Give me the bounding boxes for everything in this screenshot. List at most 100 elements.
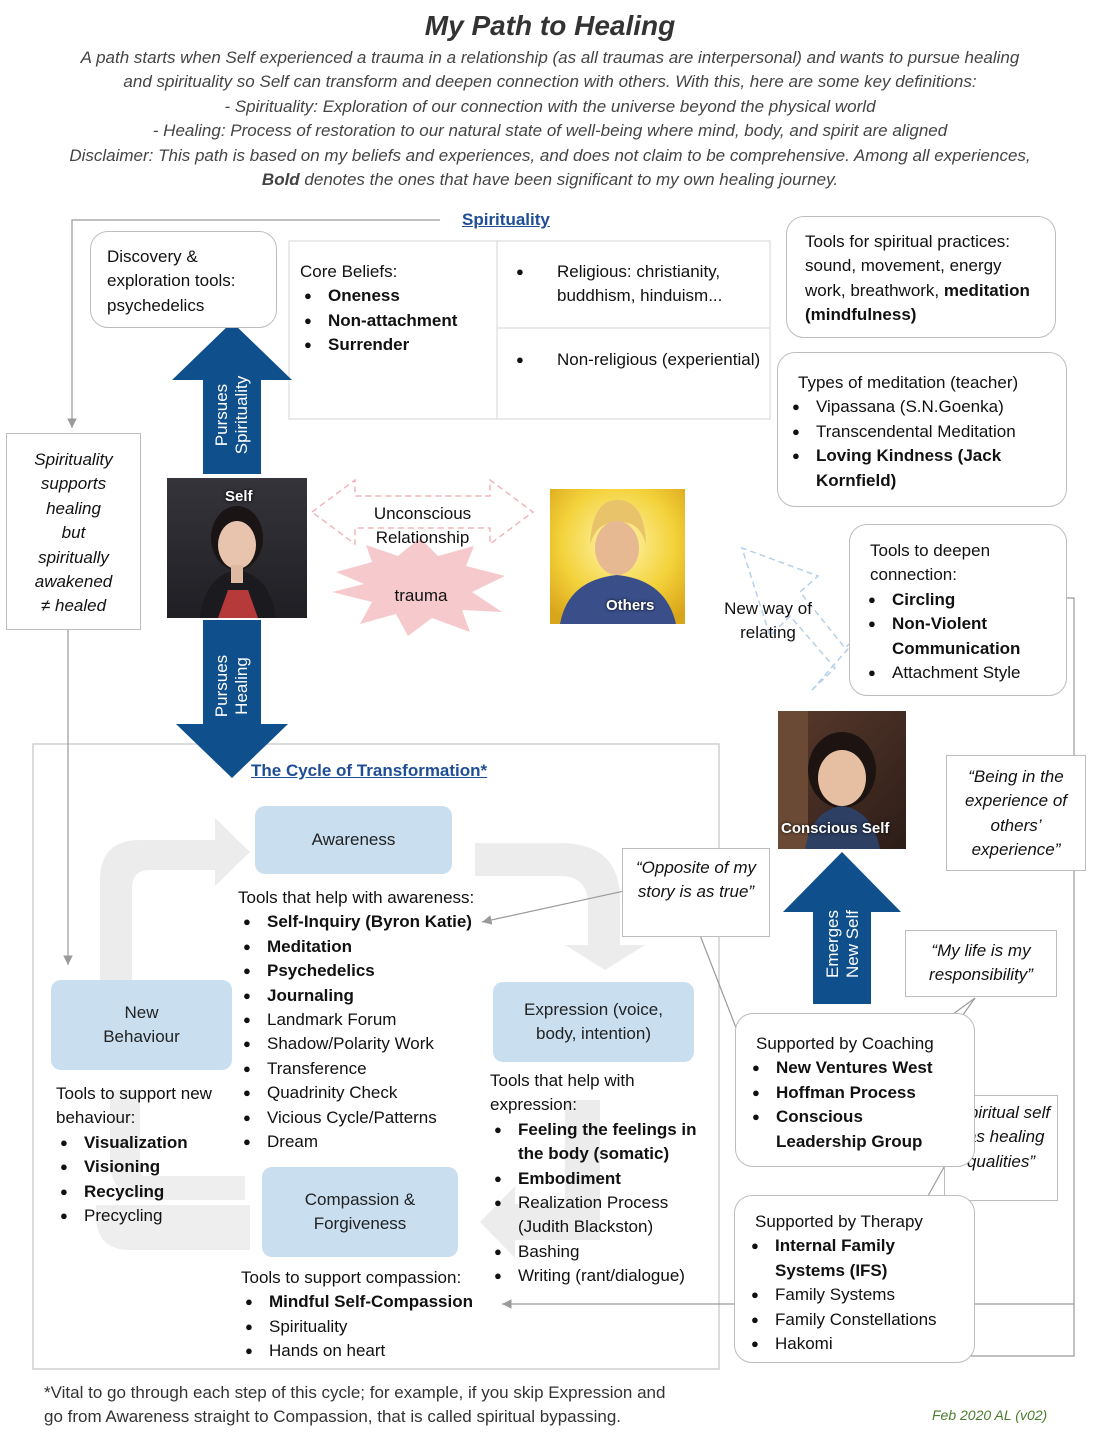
pursues-spirituality-arrow (172, 322, 292, 474)
footnote: *Vital to go through each step of this c… (44, 1381, 764, 1430)
spirituality-heading[interactable]: Spirituality (462, 210, 550, 229)
core-beliefs-title: Core Beliefs: (300, 262, 398, 281)
note-line: spiritually (38, 547, 109, 567)
list-item: Transference (239, 1057, 528, 1082)
core-beliefs-list: Oneness Non-attachment Surrender (300, 284, 495, 358)
unconscious-relationship-arrow (310, 478, 535, 546)
version-label: Feb 2020 AL (v02) (932, 1407, 1048, 1423)
note-line: Spirituality (34, 450, 113, 469)
list-item: Loving Kindness (Jack Kornfield) (788, 444, 1046, 493)
intro-text: A path starts when Self experienced a tr… (20, 46, 1080, 192)
self-label: Self (225, 488, 253, 505)
spiritual-practices-bubble: Tools for spiritual practices: sound, mo… (786, 216, 1056, 338)
expression-tools: Tools that help with expression: Feeling… (490, 1069, 715, 1289)
compassion-node: Compassion & Forgiveness (262, 1167, 458, 1257)
quote-being: “Being in the experience of others’ expe… (946, 755, 1086, 871)
list-item: Family Systems (747, 1283, 954, 1308)
discovery-tools-bubble: Discovery & exploration tools: psychedel… (90, 231, 277, 328)
list-item: Internal Family Systems (IFS) (747, 1234, 954, 1283)
behaviour-tools: Tools to support new behaviour: Visualiz… (56, 1082, 246, 1229)
pursues-spirituality-label: Pursues Spirituality (212, 365, 252, 465)
conscious-self-label: Conscious Self (781, 820, 890, 837)
others-photo (550, 489, 685, 624)
expression-tools-title: Tools that help with expression: (490, 1071, 635, 1115)
list-item: Surrender (300, 333, 495, 358)
awareness-node: Awareness (255, 806, 452, 874)
list-item: Non-Violent Communication (864, 612, 1046, 661)
intro-line: Bold denotes the ones that have been sig… (20, 168, 1080, 192)
connection-tools-title: Tools to deepen connection: (870, 541, 991, 585)
meditation-types-title: Types of meditation (teacher) (798, 373, 1019, 392)
cycle-heading[interactable]: The Cycle of Transformation* (251, 761, 488, 780)
intro-line: and spirituality so Self can transform a… (123, 72, 977, 92)
list-item: Realization Process (Judith Blackston) (490, 1191, 715, 1240)
spiritual-practices-bold: meditation (mindfulness) (805, 280, 1030, 325)
connection-tools-bubble: Tools to deepen connection: Circling Non… (849, 524, 1067, 696)
list-item: Precycling (56, 1204, 246, 1229)
list-item: Transcendental Meditation (788, 420, 1046, 445)
note-line: awakened (34, 572, 113, 592)
list-item: Visualization (56, 1131, 246, 1156)
list-item: Hoffman Process (748, 1081, 954, 1106)
pursues-healing-arrow (176, 620, 288, 778)
emerges-new-self-arrow (783, 852, 901, 1004)
arrow-label-line: Pursues (212, 654, 231, 718)
intro-line: Disclaimer: This path is based on my bel… (69, 145, 1031, 165)
self-photo (167, 478, 307, 618)
spiritual-practices-text: Tools for spiritual practices: sound, mo… (805, 232, 1011, 300)
therapy-bubble: Supported by Therapy Internal Family Sys… (734, 1195, 975, 1363)
note-line: ≠ healed (40, 596, 107, 616)
coaching-bubble: Supported by Coaching New Ventures West … (735, 1013, 975, 1167)
expression-node: Expression (voice, body, intention) (493, 982, 694, 1062)
conscious-self-photo (778, 711, 906, 849)
compassion-tools: Tools to support compassion: Mindful Sel… (241, 1266, 501, 1364)
list-item: Circling (864, 588, 1046, 613)
list-item: Feeling the feelings in the body (somati… (490, 1118, 715, 1167)
note-line: but (61, 523, 86, 543)
list-item: Hands on heart (241, 1339, 501, 1364)
list-item: Conscious Leadership Group (748, 1105, 954, 1154)
therapy-title: Supported by Therapy (755, 1212, 923, 1231)
meditation-types-bubble: Types of meditation (teacher) Vipassana … (777, 352, 1067, 507)
new-behaviour-node: New Behaviour (51, 980, 232, 1070)
list-item: Hakomi (747, 1332, 954, 1357)
pursues-healing-label: Pursues Healing (212, 636, 252, 736)
list-item: Recycling (56, 1180, 246, 1205)
footnote-line: *Vital to go through each step of this c… (44, 1383, 666, 1402)
list-item: Visioning (56, 1155, 246, 1180)
unconscious-relationship-label: Unconscious Relationship (373, 504, 472, 548)
quote-opposite: “Opposite of my story is as true” (622, 848, 770, 937)
list-item: Self-Inquiry (Byron Katie) (239, 910, 528, 935)
new-way-label: New way of relating (724, 599, 812, 643)
footnote-line: go from Awareness straight to Compassion… (44, 1407, 622, 1427)
others-label: Others (606, 597, 655, 614)
list-item: Non-attachment (300, 309, 495, 334)
left-note: Spirituality supports healing but spirit… (6, 433, 141, 630)
list-item: Shadow/Polarity Work (239, 1032, 528, 1057)
list-item: Bashing (490, 1240, 715, 1265)
spirituality-table (288, 240, 771, 420)
intro-rest: denotes the ones that have been signific… (299, 170, 839, 190)
awareness-tools: Tools that help with awareness: Self-Inq… (238, 886, 528, 1155)
list-item: Vicious Cycle/Patterns (239, 1106, 528, 1131)
list-item: Oneness (300, 284, 495, 309)
list-item: Religious: christianity, buddhism, hindu… (512, 260, 762, 309)
list-item: Landmark Forum (239, 1008, 528, 1033)
list-item: Mindful Self-Compassion (241, 1290, 501, 1315)
list-item: Spirituality (241, 1315, 501, 1340)
list-item: Meditation (239, 935, 528, 960)
list-item: Vipassana (S.N.Goenka) (788, 395, 1046, 420)
list-item: Quadrinity Check (239, 1081, 528, 1106)
arrow-label-line: Healing (232, 657, 251, 715)
list-item: Family Constellations (747, 1308, 954, 1333)
list-item: Writing (rant/dialogue) (490, 1264, 715, 1289)
list-item: Non-religious (experiential) (512, 348, 762, 373)
intro-line: A path starts when Self experienced a tr… (80, 48, 1020, 67)
arrow-label-line: Pursues (212, 383, 231, 447)
trauma-burst (332, 538, 505, 636)
arrow-label-line: New Self (843, 909, 862, 979)
list-item: Attachment Style (864, 661, 1046, 686)
behaviour-tools-title: Tools to support new behaviour: (56, 1084, 212, 1128)
quote-my-life: “My life is my responsibility” (905, 930, 1057, 997)
